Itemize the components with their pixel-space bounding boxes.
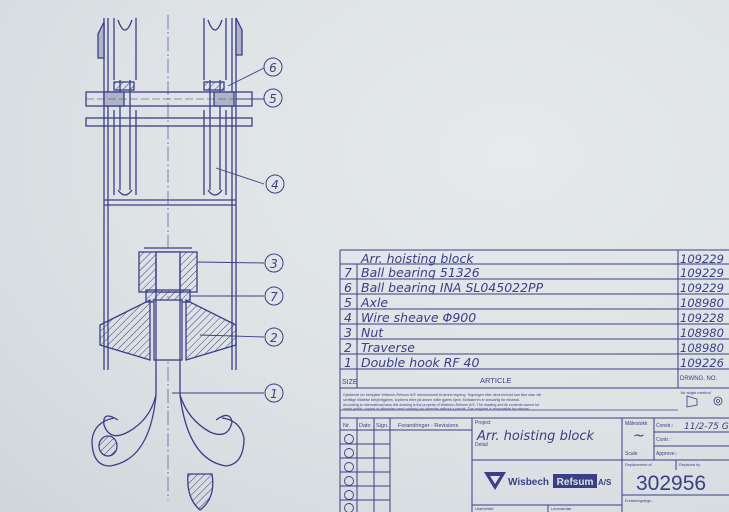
parts-row-6: 2 Traverse 108980 <box>344 340 724 355</box>
scale-value: ~ <box>633 428 645 444</box>
svg-text:6: 6 <box>344 280 352 295</box>
replaced-by-label: Replaced by <box>679 463 700 467</box>
revision-marker <box>344 434 354 444</box>
callout-2: 2 <box>264 327 284 347</box>
svg-text:109226: 109226 <box>680 356 724 370</box>
svg-text:7: 7 <box>344 265 352 280</box>
parts-row-2: 6 Ball bearing INA SL045022PP 109229 <box>344 280 724 295</box>
svg-text:3: 3 <box>270 257 278 271</box>
svg-text:Sign.: Sign. <box>376 423 389 429</box>
svg-text:4: 4 <box>271 178 279 192</box>
svg-text:Axle: Axle <box>360 295 388 310</box>
svg-text:1st angle method: 1st angle method <box>680 390 711 395</box>
supplier-label: Leverandør <box>551 506 572 511</box>
size-header: SIZE <box>342 379 358 386</box>
svg-text:4: 4 <box>344 310 352 325</box>
parts-row-3: 5 Axle 108980 <box>344 295 724 310</box>
svg-text:Arr. hoisting block: Arr. hoisting block <box>360 251 474 266</box>
svg-text:According to international law: According to international laws this dra… <box>343 403 539 407</box>
svg-text:109228: 109228 <box>680 311 724 325</box>
parts-row-4: 4 Wire sheave Φ900 109228 <box>344 310 724 325</box>
project-label: Project <box>475 420 491 426</box>
svg-text:109229: 109229 <box>680 266 724 280</box>
constr-label: Constr.: <box>656 423 673 429</box>
svg-text:A/S: A/S <box>598 478 612 487</box>
svg-text:2: 2 <box>344 340 352 355</box>
svg-text:1: 1 <box>270 387 278 401</box>
callout-5: 5 <box>263 88 283 108</box>
svg-text:Forandringer - Revisions: Forandringer - Revisions <box>398 423 458 429</box>
replacement-label: Replacement of <box>625 463 653 467</box>
amendment-label: Erstatningstegn. <box>625 499 652 503</box>
revision-marker <box>344 476 354 486</box>
scale-sub-label: Scale <box>625 451 638 457</box>
revision-marker <box>344 462 354 472</box>
svg-text:5: 5 <box>344 295 352 310</box>
scale-label: Målestokk <box>625 420 648 427</box>
svg-text:Ball bearing 51326: Ball bearing 51326 <box>361 265 480 280</box>
parts-row-1: 7 Ball bearing 51326 109229 <box>344 265 724 280</box>
parts-row-7: 1 Double hook RF 40 109226 <box>344 355 724 370</box>
svg-text:Nut: Nut <box>361 325 384 340</box>
contr-label: Contr.: <box>656 437 671 443</box>
parts-row-5: 3 Nut 108980 <box>344 325 724 340</box>
svg-text:109229: 109229 <box>680 252 724 266</box>
approve-label: Approve.: <box>656 451 677 457</box>
drawing-title: Arr. hoisting block <box>476 429 595 444</box>
svg-text:7: 7 <box>270 290 278 304</box>
article-header: ARTICLE <box>480 376 512 385</box>
svg-text:Double hook RF 40: Double hook RF 40 <box>361 355 479 370</box>
revision-table: Nr. Dato Sign. Forandringer - Revisions <box>343 423 458 512</box>
svg-text:1: 1 <box>344 355 352 370</box>
parts-row-0: Arr. hoisting block 109229 <box>360 251 724 266</box>
svg-text:2: 2 <box>270 331 278 345</box>
company-logo: Wisbech Refsum A/S <box>484 472 612 490</box>
hoisting-block-drawing <box>85 15 253 511</box>
svg-text:Gjeldende lov beskytter Wisbec: Gjeldende lov beskytter Wisbech-Refsum A… <box>343 393 542 397</box>
callout-1: 1 <box>264 383 284 403</box>
svg-text:Wisbech: Wisbech <box>508 477 549 488</box>
parts-list: Arr. hoisting block 109229 7 Ball bearin… <box>339 249 729 512</box>
drawing-number: 302956 <box>636 472 706 495</box>
svg-text:Ball bearing INA SL045022PP: Ball bearing INA SL045022PP <box>361 280 544 295</box>
svg-text:3: 3 <box>344 325 352 340</box>
svg-text:skriftlige tillatelse bekjentg: skriftlige tillatelse bekjentgjøres, kop… <box>343 398 520 402</box>
drawn-label: Utarbeidet <box>475 506 494 511</box>
svg-text:109229: 109229 <box>680 281 724 295</box>
projection-symbol: 1st angle method <box>680 390 723 408</box>
svg-text:Nr.: Nr. <box>343 423 351 429</box>
revision-marker <box>344 490 354 500</box>
callout-leaders <box>172 67 265 394</box>
revision-marker <box>344 448 354 458</box>
svg-text:108980: 108980 <box>680 341 724 355</box>
drawing-no-header: DRWNG. NO. <box>680 376 718 382</box>
svg-text:made public, copied or otherwi: made public, copied or otherwise used co… <box>343 407 530 411</box>
constr-value: 11/2-75 G.F. <box>684 422 729 432</box>
callout-6: 6 <box>263 57 283 77</box>
svg-text:Wire sheave Φ900: Wire sheave Φ900 <box>361 310 476 325</box>
detail-label: Detail <box>475 442 488 448</box>
svg-text:5: 5 <box>269 92 277 106</box>
callout-3: 3 <box>264 253 284 273</box>
svg-text:Traverse: Traverse <box>361 340 415 355</box>
svg-text:Refsum: Refsum <box>557 477 594 488</box>
svg-text:108980: 108980 <box>680 326 724 340</box>
title-block <box>340 417 729 512</box>
svg-text:108980: 108980 <box>680 296 724 310</box>
callout-4: 4 <box>265 174 285 194</box>
svg-text:6: 6 <box>269 61 277 75</box>
revision-marker <box>344 503 354 512</box>
svg-text:Dato: Dato <box>359 423 371 429</box>
callout-7: 7 <box>264 286 284 306</box>
legal-notice: Gjeldende lov beskytter Wisbech-Refsum A… <box>340 393 678 411</box>
